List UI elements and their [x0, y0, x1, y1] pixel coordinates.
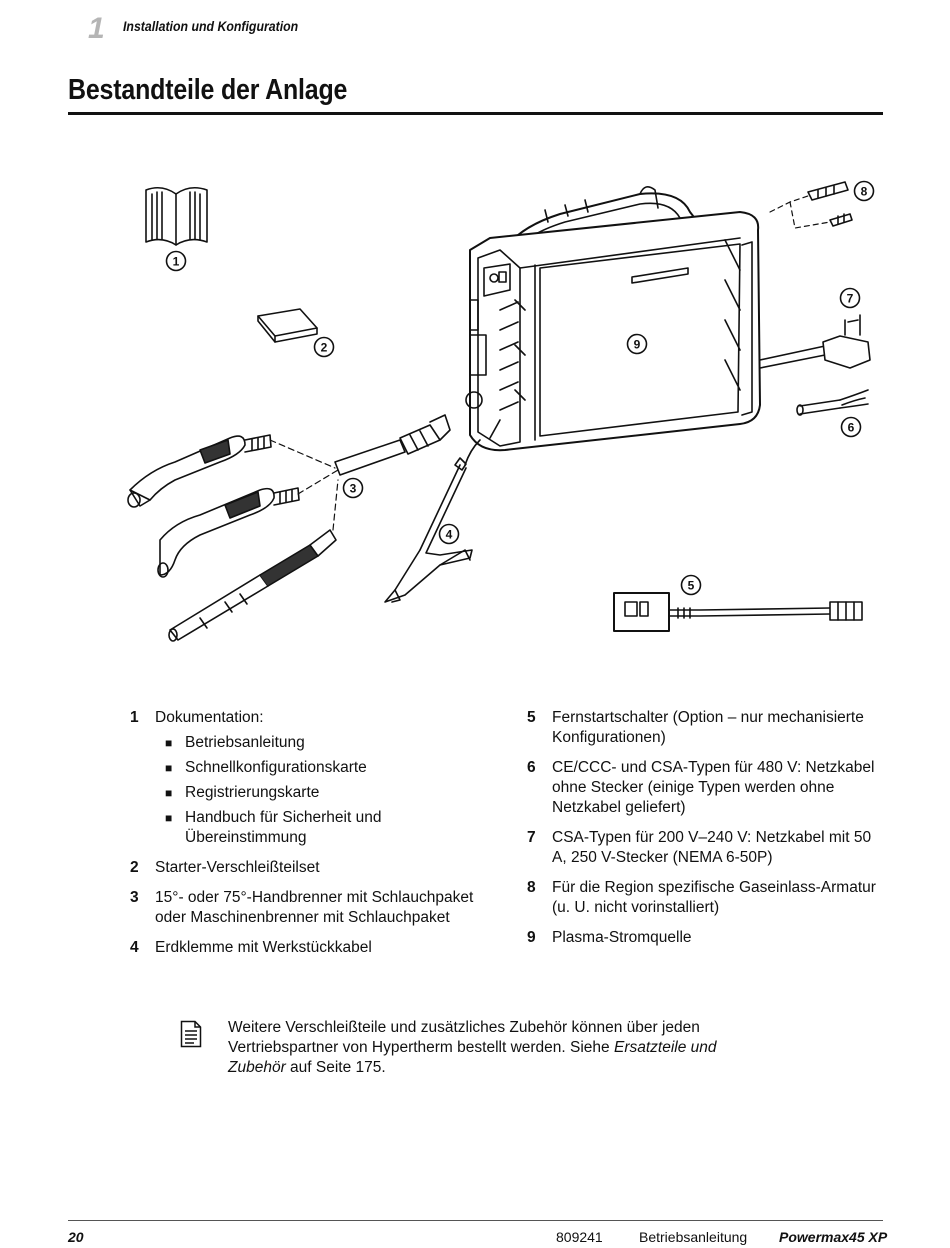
callout-8: 8	[861, 185, 868, 199]
legend-text: 15°- oder 75°-Handbrenner mit Schlauchpa…	[155, 889, 474, 926]
callout-5: 5	[688, 579, 695, 593]
work-clamp-icon	[384, 457, 473, 603]
torch-lead-icon	[269, 414, 451, 531]
power-plug-icon	[822, 314, 871, 369]
legend-number: 8	[527, 879, 536, 896]
power-supply-icon	[464, 186, 826, 466]
legend-text: Plasma-Stromquelle	[552, 929, 692, 946]
legend-number: 4	[130, 939, 139, 956]
bullet-icon: ■	[165, 811, 173, 825]
title-rule	[68, 112, 883, 115]
legend-number: 2	[130, 859, 139, 876]
bullet-icon: ■	[165, 736, 173, 750]
footer-rule	[68, 1220, 883, 1221]
legend-item-7: 7 CSA-Typen für 200 V–240 V: Netzkabel m…	[527, 828, 887, 868]
note-document-icon	[180, 1020, 202, 1048]
callout-3: 3	[350, 482, 357, 496]
footer-manual-name: Betriebsanleitung	[639, 1229, 748, 1245]
legend-number: 3	[130, 889, 139, 906]
documentation-book-icon	[145, 186, 208, 246]
machine-torch-icon	[168, 529, 337, 642]
list-item: ■Registrierungskarte	[165, 784, 320, 801]
list-item: ■Betriebsanleitung	[165, 734, 305, 751]
chapter-number: 1	[88, 12, 105, 45]
page-title: Bestandteile der Anlage	[68, 74, 348, 106]
legend-text: Starter-Verschleißteilset	[155, 859, 320, 876]
documentation-list: ■Betriebsanleitung ■Schnellkonfiguration…	[155, 733, 490, 848]
legend-text: CSA-Typen für 200 V–240 V: Netzkabel mit…	[552, 829, 872, 866]
cross-reference-link[interactable]: Ersatzteile und Zubehör	[228, 1039, 717, 1076]
hand-torch-15-icon	[127, 434, 272, 508]
bullet-icon: ■	[165, 786, 173, 800]
callout-9: 9	[634, 338, 641, 352]
legend-text: Fernstartschalter (Option – nur mechanis…	[552, 709, 864, 746]
legend-number: 6	[527, 759, 536, 776]
legend-text: Für die Region spezifische Gaseinlass-Ar…	[552, 879, 876, 916]
legend-number: 5	[527, 709, 536, 726]
legend-text: Dokumentation:	[155, 709, 264, 726]
bullet-icon: ■	[165, 761, 173, 775]
footer-doc-number: 809241	[556, 1229, 603, 1245]
legend-item-6: 6 CE/CCC- und CSA-Typen für 480 V: Netzk…	[527, 758, 887, 818]
callout-4: 4	[446, 528, 453, 542]
remote-start-switch-icon	[613, 592, 863, 632]
legend-number: 1	[130, 709, 139, 726]
callout-2: 2	[321, 341, 328, 355]
system-components-figure: 1 2 3 4 5 6 7 8 9	[127, 180, 875, 642]
legend-text: CE/CCC- und CSA-Typen für 480 V: Netzkab…	[552, 759, 875, 816]
callout-7: 7	[847, 292, 854, 306]
legend-item-3: 3 15°- oder 75°-Handbrenner mit Schlauch…	[130, 888, 490, 928]
footer-page-number: 20	[68, 1229, 84, 1245]
hand-torch-75-icon	[157, 487, 300, 578]
legend-number: 9	[527, 929, 536, 946]
callout-6: 6	[848, 421, 855, 435]
chapter-title: Installation und Konfiguration	[123, 18, 299, 34]
power-cord-icon	[796, 389, 869, 416]
legend-left-column: 1 Dokumentation: ■Betriebsanleitung ■Sch…	[130, 708, 490, 968]
legend-item-1: 1 Dokumentation: ■Betriebsanleitung ■Sch…	[130, 708, 490, 848]
footer-product-name: Powermax45 XP	[779, 1229, 888, 1245]
legend-item-5: 5 Fernstartschalter (Option – nur mechan…	[527, 708, 887, 748]
legend-item-9: 9 Plasma-Stromquelle	[527, 928, 887, 948]
legend-item-4: 4 Erdklemme mit Werkstückkabel	[130, 938, 490, 958]
list-item: ■Schnellkonfigurationskarte	[165, 759, 367, 776]
legend-right-column: 5 Fernstartschalter (Option – nur mechan…	[527, 708, 887, 958]
consumables-kit-icon	[257, 308, 318, 343]
legend-item-8: 8 Für die Region spezifische Gaseinlass-…	[527, 878, 887, 918]
legend-text: Erdklemme mit Werkstückkabel	[155, 939, 372, 956]
list-item: ■Handbuch für Sicherheit und Übereinstim…	[165, 809, 382, 846]
legend-number: 7	[527, 829, 536, 846]
callout-1: 1	[173, 255, 180, 269]
gas-inlet-fitting-icon	[769, 181, 853, 229]
legend-item-2: 2 Starter-Verschleißteilset	[130, 858, 490, 878]
note-text: Weitere Verschleißteile und zusätzliches…	[228, 1019, 717, 1076]
